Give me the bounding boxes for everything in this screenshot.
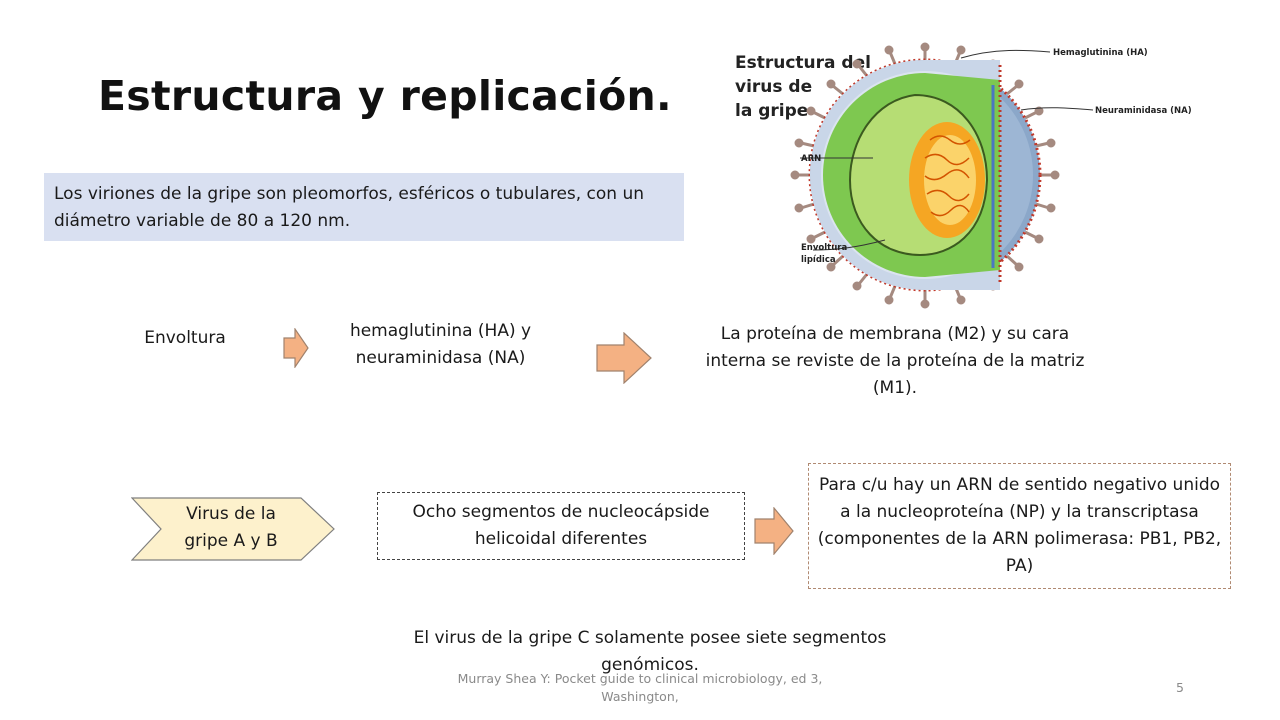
influenza-virus-figure: Estructura del virus de la gripe xyxy=(735,42,1192,309)
label-arn: ARN xyxy=(801,154,821,164)
virus-c-note: El virus de la gripe C solamente posee s… xyxy=(413,628,887,675)
m-proteins-text: La proteína de membrana (M2) y su cara i… xyxy=(705,324,1085,398)
arrow-right-icon xyxy=(283,328,309,368)
label-ha: Hemaglutinina (HA) xyxy=(1053,48,1148,58)
figure-title-line2: virus de xyxy=(735,77,812,97)
label-na: Neuraminidasa (NA) xyxy=(1095,106,1192,116)
arrow-right-icon xyxy=(596,332,652,384)
rna-detail-text: Para c/u hay un ARN de sentido negativo … xyxy=(817,475,1222,576)
footer-citation: Murray Shea Y: Pocket guide to clinical … xyxy=(457,671,823,704)
intro-text-box: Los viriones de la gripe son pleomorfos,… xyxy=(44,173,684,241)
arrow-right-icon xyxy=(754,507,794,555)
label-envoltura-1: Envoltura xyxy=(801,243,847,253)
segments-box: Ocho segmentos de nucleocápside helicoid… xyxy=(377,492,745,560)
figure-title-line3: la gripe xyxy=(735,101,808,121)
figure-title-line1: Estructura del xyxy=(735,53,871,73)
segments-text: Ocho segmentos de nucleocápside helicoid… xyxy=(412,502,710,549)
rna-detail-box: Para c/u hay un ARN de sentido negativo … xyxy=(808,463,1231,589)
label-envoltura-2: lipídica xyxy=(801,255,836,265)
virus-cutaway xyxy=(810,60,1000,290)
virus-ab-text: Virus de la gripe A y B xyxy=(184,504,278,551)
page-number: 5 xyxy=(1176,680,1184,695)
glycoproteins-text: hemaglutinina (HA) y neuraminidasa (NA) xyxy=(349,321,532,368)
slide-title: Estructura y replicación. xyxy=(98,72,672,120)
envoltura-label: Envoltura xyxy=(144,328,226,348)
virus-ab-pentagon xyxy=(131,497,335,561)
